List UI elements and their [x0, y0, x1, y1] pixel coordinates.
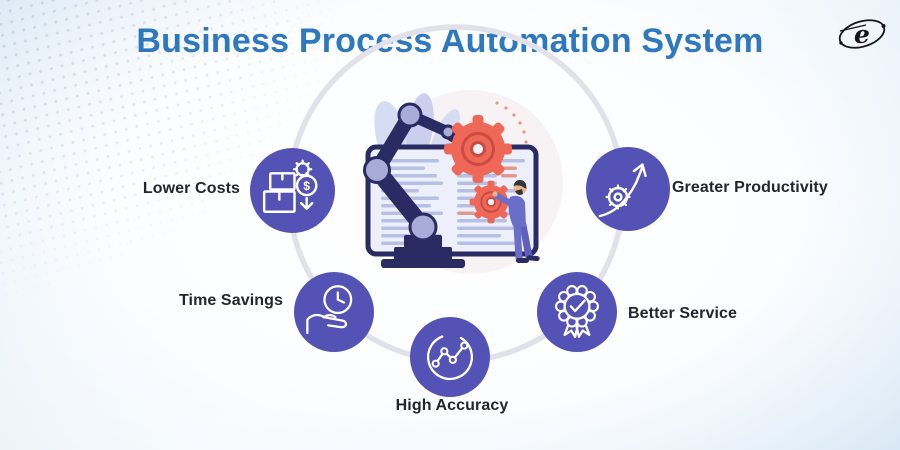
lower-costs-icon: $: [250, 148, 335, 233]
small-gear-icon: [469, 180, 513, 224]
better-service-icon: [537, 272, 617, 352]
logo-orbit-dot: [839, 41, 843, 45]
logo-letter: e: [854, 20, 870, 49]
better-service-label: Better Service: [628, 305, 738, 322]
dotted-arc-decoration: [495, 101, 528, 144]
large-gear-icon: [444, 115, 512, 183]
high-accuracy-label: High Accuracy: [395, 397, 509, 414]
dollar-symbol: $: [303, 179, 310, 193]
time-savings-label: Time Savings: [178, 292, 283, 309]
logo-orbit-dot: [881, 24, 886, 28]
greater-productivity-icon: [586, 147, 670, 231]
high-accuracy-icon: [410, 317, 490, 397]
greater-productivity-label: Greater Productivity: [672, 179, 828, 196]
automation-illustration: [363, 90, 563, 274]
time-savings-icon: [294, 272, 374, 352]
technician-figure: [492, 179, 540, 263]
lower-costs-label: Lower Costs: [142, 180, 240, 197]
logo-swoosh: [839, 24, 867, 32]
brand-logo: e: [838, 19, 886, 49]
